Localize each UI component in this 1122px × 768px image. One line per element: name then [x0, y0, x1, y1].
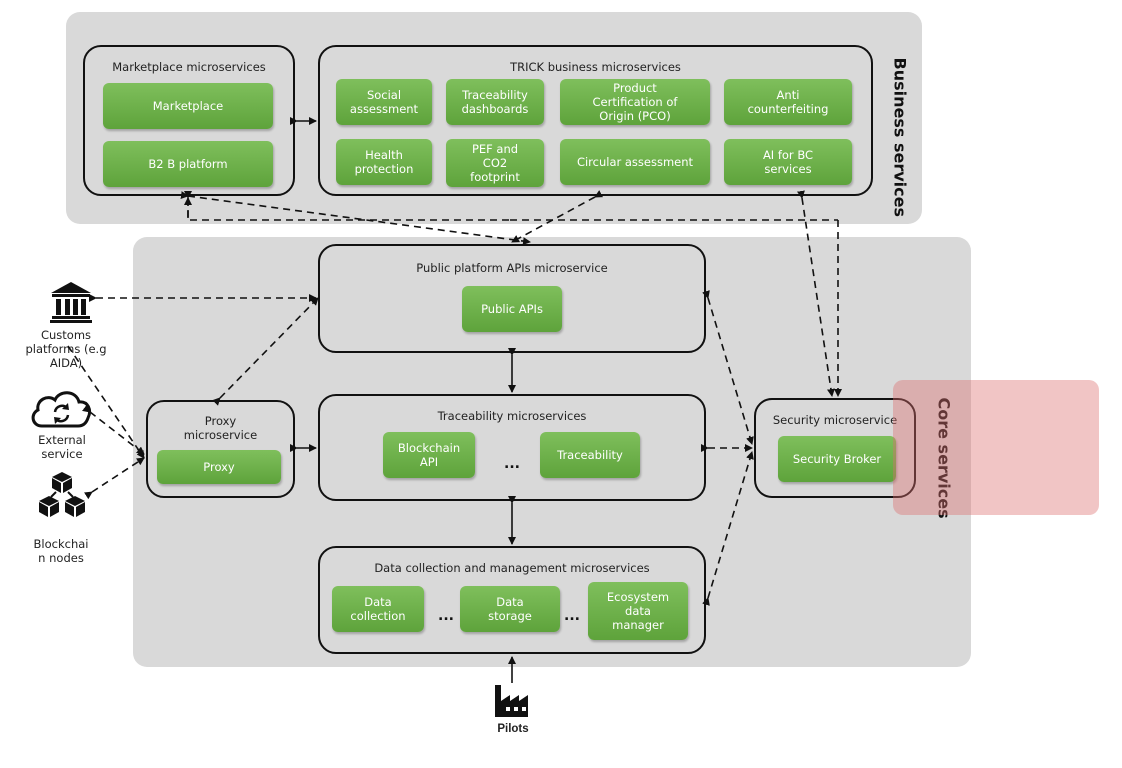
data-ellipsis-2: ... — [564, 608, 580, 624]
trick-business-microservices: TRICK business microservices Social asse… — [318, 45, 873, 196]
security-title: Security microservice — [772, 413, 898, 427]
anti-counterfeiting-box: Anti counterfeiting — [724, 79, 852, 125]
health-protection-box: Health protection — [336, 139, 432, 185]
blockchain-nodes-label: Blockchai n nodes — [33, 537, 89, 565]
traceability-dashboards-box: Traceability dashboards — [446, 79, 544, 125]
core-services-highlight — [893, 380, 1099, 515]
public-apis-box: Public APIs — [462, 286, 562, 332]
factory-icon — [495, 685, 528, 717]
trick-title: TRICK business microservices — [510, 60, 681, 74]
proxy-box: Proxy — [157, 450, 281, 484]
blockchain-api-box: Blockchain API — [383, 432, 475, 478]
customs-label: Customs platforms (e.g AIDA) — [25, 328, 107, 370]
external-service-label: External service — [38, 433, 86, 461]
pco-box: Product Certification of Origin (PCO) — [560, 79, 710, 125]
b2b-platform-box: B2 B platform — [103, 141, 273, 187]
data-collection-box: Data collection — [332, 586, 424, 632]
data-storage-box: Data storage — [460, 586, 560, 632]
public-apis-title: Public platform APIs microservice — [416, 261, 608, 275]
marketplace-title: Marketplace microservices — [112, 60, 266, 74]
pef-co2-box: PEF and CO2 footprint — [446, 139, 544, 187]
proxy-title: Proxy microservice — [183, 414, 258, 442]
security-broker-box: Security Broker — [778, 436, 896, 482]
marketplace-box: Marketplace — [103, 83, 273, 129]
traceability-microservices: Traceability microservices Blockchain AP… — [318, 394, 706, 501]
marketplace-microservices: Marketplace microservices Marketplace B2… — [83, 45, 295, 196]
social-assessment-box: Social assessment — [336, 79, 432, 125]
traceability-title: Traceability microservices — [437, 409, 587, 423]
blockchain-cubes-icon — [39, 472, 85, 517]
circular-assessment-box: Circular assessment — [560, 139, 710, 185]
data-collection-management-microservices: Data collection and management microserv… — [318, 546, 706, 654]
data-collection-title: Data collection and management microserv… — [374, 561, 650, 575]
ai-for-bc-box: AI for BC services — [724, 139, 852, 185]
pilots-label: Pilots — [497, 723, 529, 735]
traceability-box: Traceability — [540, 432, 640, 478]
traceability-ellipsis: ... — [504, 456, 520, 472]
security-microservice: Security microservice Security Broker — [754, 398, 916, 498]
bank-icon — [50, 282, 92, 323]
ecosystem-data-manager-box: Ecosystem data manager — [588, 582, 688, 640]
data-ellipsis-1: ... — [438, 608, 454, 624]
